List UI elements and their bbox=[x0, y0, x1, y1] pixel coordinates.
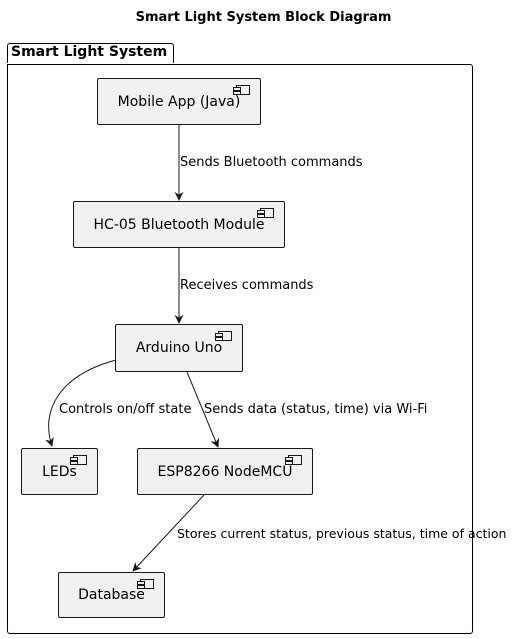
package-label: Smart Light System bbox=[11, 44, 168, 60]
package-tab bbox=[7, 43, 174, 63]
edge-esp-to-database bbox=[132, 494, 205, 572]
component-label: HC-05 Bluetooth Module bbox=[93, 216, 265, 233]
edge-label-bluetooth-to-arduino: Receives commands bbox=[180, 278, 314, 293]
edge-label-app-to-bluetooth: Sends Bluetooth commands bbox=[180, 155, 363, 170]
component-label: Mobile App (Java) bbox=[117, 93, 241, 110]
component-icon bbox=[215, 331, 232, 341]
component-database: Database bbox=[58, 572, 165, 618]
component-icon bbox=[233, 85, 250, 95]
component-label: ESP8266 NodeMCU bbox=[157, 463, 293, 480]
edge-arduino-to-esp bbox=[186, 371, 220, 448]
component-label: Arduino Uno bbox=[135, 340, 223, 356]
component-bluetooth-module: HC-05 Bluetooth Module bbox=[73, 201, 285, 248]
component-icon bbox=[257, 208, 274, 218]
edge-label-arduino-to-leds: Controls on/off state bbox=[59, 402, 192, 417]
component-icon bbox=[137, 579, 154, 589]
edge-arduino-to-leds bbox=[45, 359, 117, 447]
component-arduino-uno: Arduino Uno bbox=[115, 324, 243, 372]
component-esp8266: ESP8266 NodeMCU bbox=[137, 448, 313, 495]
edge-label-arduino-to-esp: Sends data (status, time) via Wi-Fi bbox=[204, 402, 428, 417]
diagram-title: Smart Light System Block Diagram bbox=[135, 10, 392, 25]
component-icon bbox=[70, 455, 87, 465]
component-mobile-app: Mobile App (Java) bbox=[97, 78, 261, 125]
edge-label-esp-to-database: Stores current status, previous status, … bbox=[177, 526, 507, 541]
component-label: Database bbox=[78, 587, 145, 603]
component-icon bbox=[285, 455, 302, 465]
component-label: LEDs bbox=[42, 463, 77, 480]
component-leds: LEDs bbox=[21, 448, 98, 495]
